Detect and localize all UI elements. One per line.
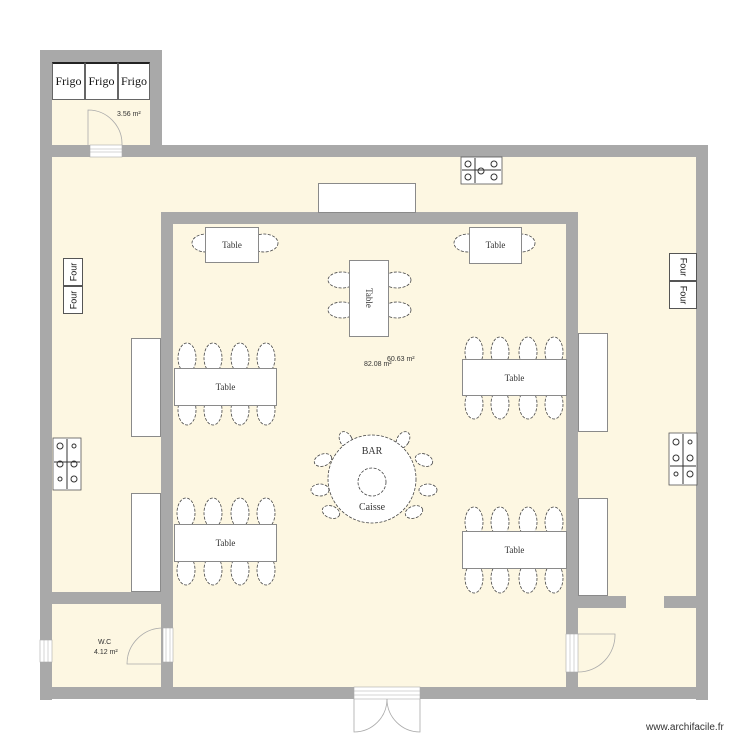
- table-label: Table: [364, 288, 374, 308]
- wall: [161, 212, 578, 224]
- oven: Four: [669, 281, 697, 309]
- bar-stools: [310, 431, 438, 519]
- wall: [40, 50, 162, 62]
- wc-area: 4.12 m²: [94, 649, 118, 656]
- oven: Four: [63, 258, 83, 286]
- table-label: Table: [485, 240, 506, 250]
- table-top-right: Table: [469, 227, 522, 264]
- table-label: Table: [222, 240, 242, 250]
- wall: [40, 50, 52, 160]
- wall: [696, 145, 708, 700]
- counter: [318, 183, 416, 213]
- table-center-vertical: Table: [349, 260, 389, 337]
- counter: [578, 498, 608, 596]
- wall: [664, 596, 708, 608]
- table-label: Table: [215, 538, 236, 548]
- fridge: Frigo: [85, 62, 118, 100]
- counter: [578, 333, 608, 432]
- table-bottom-right: Table: [462, 531, 567, 569]
- table-bottom-left: Table: [174, 524, 277, 562]
- fridge: Frigo: [118, 62, 150, 100]
- main-hall-area-outer: 82.08 m²: [364, 361, 392, 368]
- fridge-label: Frigo: [88, 74, 115, 88]
- table-mid-right: Table: [462, 359, 567, 396]
- oven: Four: [63, 286, 83, 314]
- cash-register-label: Caisse: [358, 502, 386, 513]
- counter: [131, 338, 161, 437]
- counter: [131, 493, 161, 592]
- table-label: Table: [215, 382, 236, 392]
- cold-room-area: 3.56 m²: [117, 111, 141, 118]
- wall: [566, 212, 578, 692]
- table-label: Table: [504, 373, 525, 383]
- table-mid-left: Table: [174, 368, 277, 406]
- wall: [40, 145, 52, 700]
- wall: [40, 145, 708, 157]
- table-label: Table: [504, 545, 525, 555]
- oven: Four: [669, 253, 697, 281]
- table-top-left: Table: [205, 227, 259, 263]
- cash-register: [357, 467, 387, 497]
- wall: [161, 212, 173, 692]
- stove-icon: [668, 432, 698, 486]
- wall: [150, 50, 162, 150]
- stove-icon: [460, 156, 503, 185]
- wc-name: W.C: [98, 639, 112, 646]
- wall: [40, 592, 173, 604]
- stove-icon: [52, 437, 82, 491]
- fridge-label: Frigo: [55, 74, 82, 88]
- wall: [566, 596, 626, 608]
- main-hall-area-inner: 60.63 m²: [387, 356, 415, 363]
- watermark: www.archifacile.fr: [646, 722, 724, 733]
- fridge: Frigo: [52, 62, 85, 100]
- bar-label: BAR: [361, 446, 383, 457]
- fridge-label: Frigo: [120, 74, 147, 88]
